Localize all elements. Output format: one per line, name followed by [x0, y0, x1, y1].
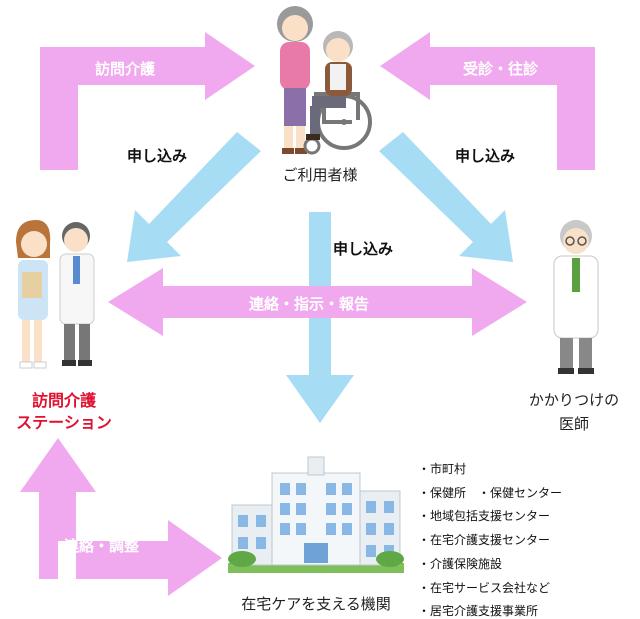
station-staff-illustration — [16, 220, 95, 369]
label-contact-adjust: 連絡・調整 — [64, 537, 140, 555]
elderly-couple-illustration — [277, 6, 372, 155]
institutions-building-illustration — [228, 456, 404, 573]
label-apply-center: 申し込み — [333, 240, 394, 258]
doctor-label-line2: 医師 — [558, 415, 589, 433]
label-visit-care: 訪問介護 — [95, 60, 156, 78]
arrow-consult-visit — [380, 32, 595, 170]
doctor-label: かかりつけの 医師 — [512, 388, 636, 436]
station-label: 訪問介護 ステーション — [4, 390, 124, 434]
label-apply-left: 申し込み — [127, 147, 188, 165]
users-label: ご利用者様 — [282, 166, 358, 184]
station-label-line2: ステーション — [16, 413, 112, 432]
station-label-line1: 訪問介護 — [31, 391, 96, 410]
label-contact-instruct-report: 連絡・指示・報告 — [249, 295, 370, 313]
list-item: 保健所 ・保健センター — [418, 482, 562, 506]
list-item: 在宅サービス会社など — [418, 577, 562, 601]
list-item: 市町村 — [418, 458, 562, 482]
institutions-label: 在宅ケアを支える機関 — [241, 595, 391, 613]
list-item: 介護保険施設 — [418, 553, 562, 577]
arrow-apply-right — [379, 132, 513, 262]
institution-list: 市町村 保健所 ・保健センター 地域包括支援センター 在宅介護支援センター 介護… — [418, 458, 562, 619]
list-item: 在宅介護支援センター — [418, 529, 562, 553]
label-apply-right: 申し込み — [455, 147, 516, 165]
arrow-visit-care — [40, 32, 255, 170]
list-item: 居宅介護支援事業所 — [418, 600, 562, 619]
list-item: 地域包括支援センター — [418, 505, 562, 529]
family-doctor-illustration — [553, 220, 599, 374]
arrow-contact-adjust — [20, 438, 222, 596]
label-consult-visit: 受診・往診 — [463, 60, 539, 78]
arrow-contact-instruct-report — [108, 268, 527, 336]
arrow-apply-left — [127, 132, 261, 262]
doctor-label-line1: かかりつけの — [528, 391, 620, 409]
